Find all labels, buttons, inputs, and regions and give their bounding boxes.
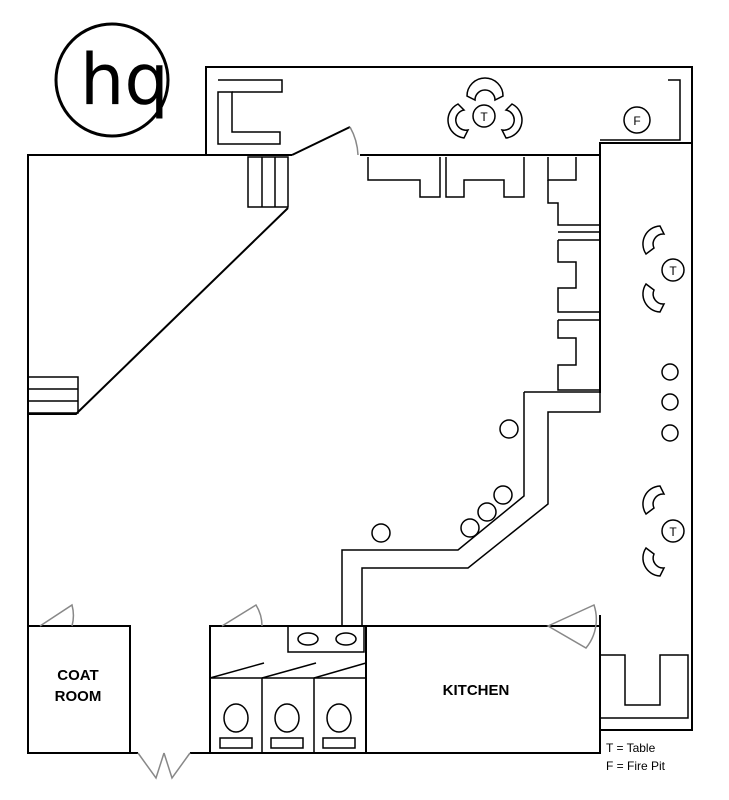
- kitchen-label: KITCHEN: [443, 682, 510, 699]
- bar-counter: [341, 391, 601, 626]
- front-door[interactable]: [137, 752, 191, 780]
- top-banquette: [367, 157, 600, 391]
- coat-room: COAT ROOM: [28, 603, 131, 753]
- legend-fire-pit: F = Fire Pit: [606, 759, 666, 773]
- table-marker: T: [669, 264, 677, 278]
- table-marker: T: [669, 525, 677, 539]
- coat-room-label-1: COAT: [57, 667, 98, 684]
- fire-pit-marker: F: [633, 114, 640, 128]
- patio-stools: [661, 363, 679, 442]
- patio-table-group-right-1: T: [642, 225, 685, 313]
- fire-pit: F: [623, 106, 651, 134]
- main-walls: [27, 154, 601, 754]
- kitchen: KITCHEN: [366, 603, 600, 699]
- logo-text: hq: [80, 39, 169, 121]
- legend: T = Table F = Fire Pit: [606, 741, 666, 773]
- patio-table-group-top: T: [447, 77, 523, 139]
- patio-table-group-right-2: T: [642, 485, 685, 577]
- table-marker: T: [480, 110, 488, 124]
- patio: [205, 66, 693, 731]
- restrooms: [209, 603, 367, 753]
- coat-room-label-2: ROOM: [55, 688, 102, 705]
- legend-table: T = Table: [606, 741, 656, 755]
- hq-logo: hq: [54, 22, 170, 138]
- entry-door[interactable]: [291, 126, 359, 156]
